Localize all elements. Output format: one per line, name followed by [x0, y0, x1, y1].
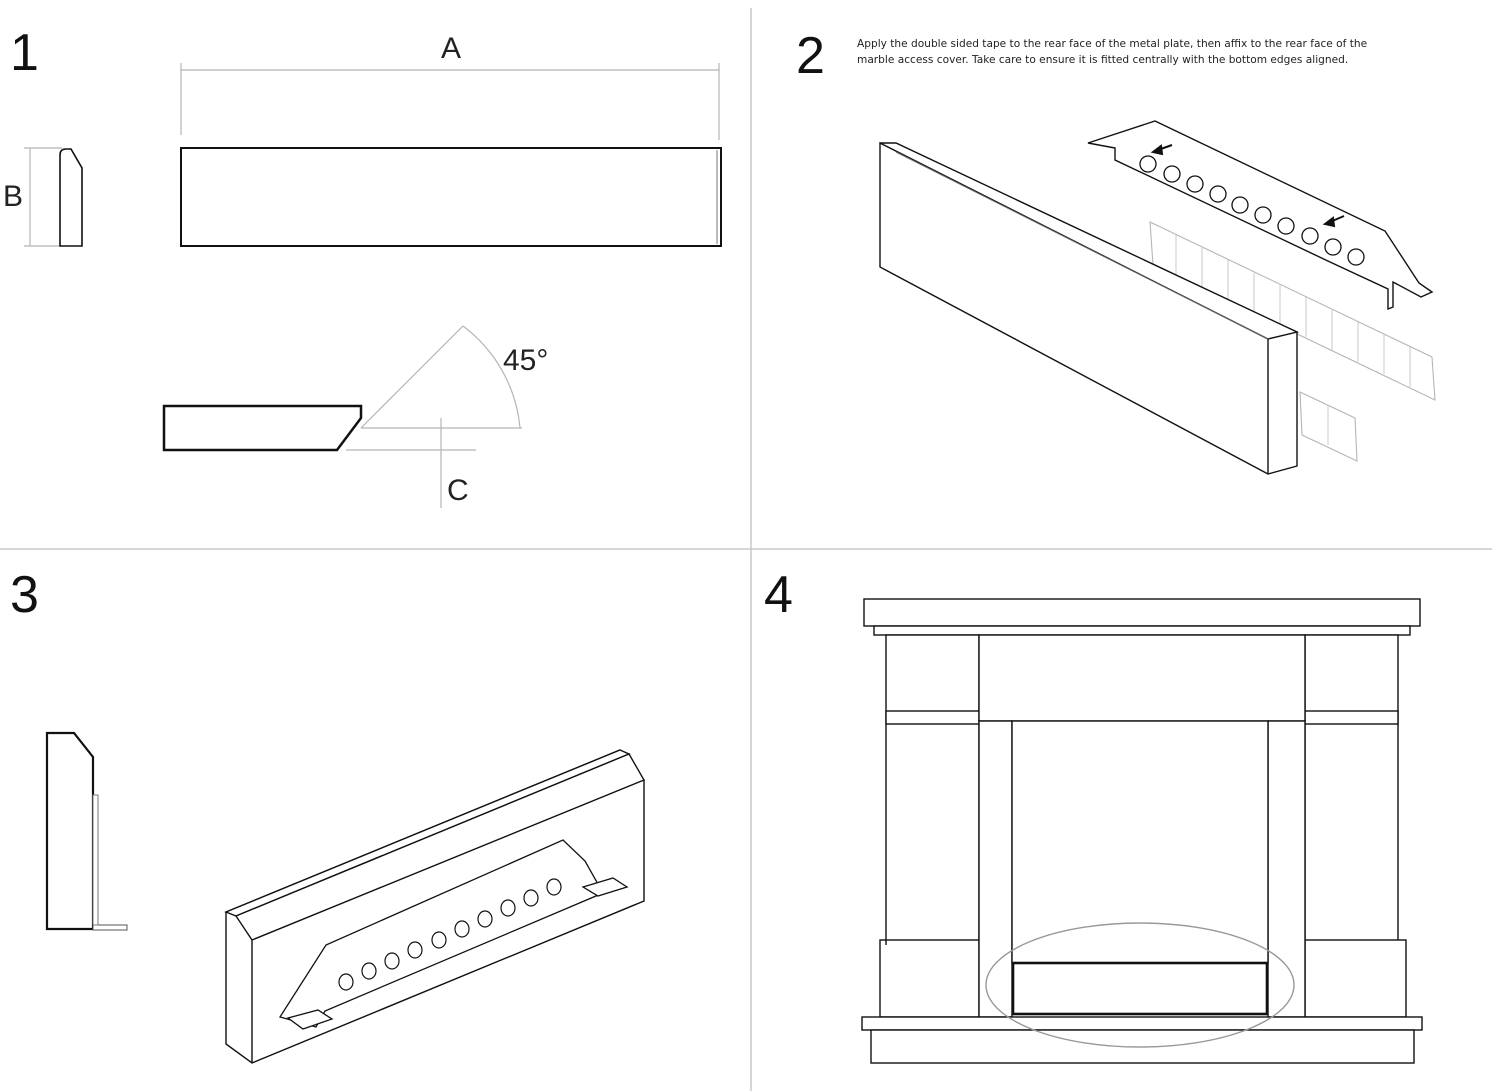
- dimension-a-label: A: [441, 32, 461, 65]
- marble-access-cover-3d: [879, 141, 1300, 475]
- instruction-line-2: marble access cover. Take care to ensure…: [857, 54, 1349, 66]
- frieze-panel: [978, 634, 1306, 722]
- fire-opening: [1011, 720, 1269, 964]
- access-cover-side-profile: [59, 148, 83, 247]
- highlight-ellipse: [985, 922, 1295, 1048]
- step-3-panel: 3: [10, 566, 646, 1064]
- step-3-number: 3: [10, 566, 39, 624]
- step-2-panel: 2: [796, 27, 1436, 475]
- panel-dividers: [0, 8, 1492, 1091]
- step-1-number: 1: [10, 24, 39, 82]
- bevel-angle-guide: [346, 325, 522, 508]
- access-cover-front-view: [180, 147, 722, 247]
- mantel-shelf: [863, 598, 1421, 627]
- bevel-angle-label: 45°: [503, 344, 548, 377]
- step-2-instruction-text: Apply the double sided tape to the rear …: [857, 36, 1493, 68]
- plate-lip-side: [92, 924, 128, 931]
- direction-arrow-icon: [1150, 144, 1345, 228]
- tape-markings: [1175, 235, 1411, 445]
- dimension-b-label: B: [3, 180, 23, 213]
- dimension-c-label: C: [447, 474, 469, 507]
- dimension-a: [180, 63, 720, 140]
- installed-access-cover: [1011, 961, 1269, 1016]
- dimension-b: [24, 147, 62, 247]
- instruction-line-1: Apply the double sided tape to the rear …: [857, 38, 1368, 50]
- step-4-number: 4: [764, 566, 793, 624]
- fireplace-surround: [861, 598, 1423, 1064]
- step-1-panel: 1 A B 45° C: [3, 24, 722, 508]
- bevel-edge-profile: [162, 404, 363, 452]
- mounted-plate-holes: [338, 878, 562, 991]
- step-2-number: 2: [796, 27, 825, 85]
- hearth: [861, 1016, 1423, 1031]
- metal-plate-holes: [1139, 155, 1365, 266]
- assembled-side-profile: [45, 731, 95, 931]
- step-4-panel: 4: [764, 566, 1423, 1064]
- plate-feet: [286, 877, 629, 1030]
